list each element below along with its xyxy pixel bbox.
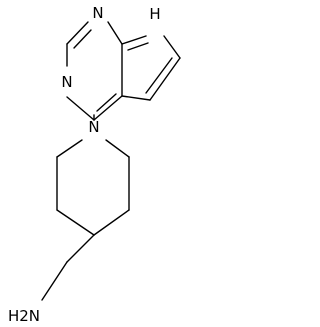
- bond-npip-c2p: [56, 139, 83, 158]
- bond-c7a-n7: [121, 35, 147, 45]
- bond-c4-c4a: [93, 95, 123, 121]
- piperidine-ring: [56, 139, 130, 236]
- bond-npip-c6p: [105, 139, 130, 158]
- bond-c7a-n1: [107, 21, 123, 45]
- bond-n3-c4: [66, 96, 95, 121]
- bond-c4p-ch2: [66, 234, 95, 263]
- pyrrole-ring: [121, 35, 181, 101]
- atom-nh: H: [149, 5, 160, 23]
- pyrimidine-ring: [66, 21, 123, 121]
- aminomethyl-group: [41, 234, 95, 301]
- molecule-structure: N N H N H2N: [8, 4, 181, 325]
- atom-n1: N: [92, 4, 103, 22]
- bond-n1-c2: [66, 21, 89, 45]
- atom-amine: H2N: [8, 307, 40, 325]
- bond-c6-c5-double: [145, 57, 173, 94]
- bond-c5p-c4p: [93, 209, 130, 236]
- bond-c4-c4a-double: [96, 93, 117, 112]
- bond-n1-c2-double: [73, 29, 92, 49]
- bond-n7-c6: [163, 35, 181, 59]
- bond-c5-c4a: [121, 95, 151, 101]
- atom-piperidine-n: N: [88, 118, 99, 136]
- bond-c6-c5: [149, 57, 181, 101]
- bond-c7a-n7-double: [127, 42, 149, 51]
- bond-c3p-c4p: [56, 209, 95, 236]
- bond-ch2-nh2: [41, 261, 68, 301]
- atom-n3: N: [61, 73, 72, 91]
